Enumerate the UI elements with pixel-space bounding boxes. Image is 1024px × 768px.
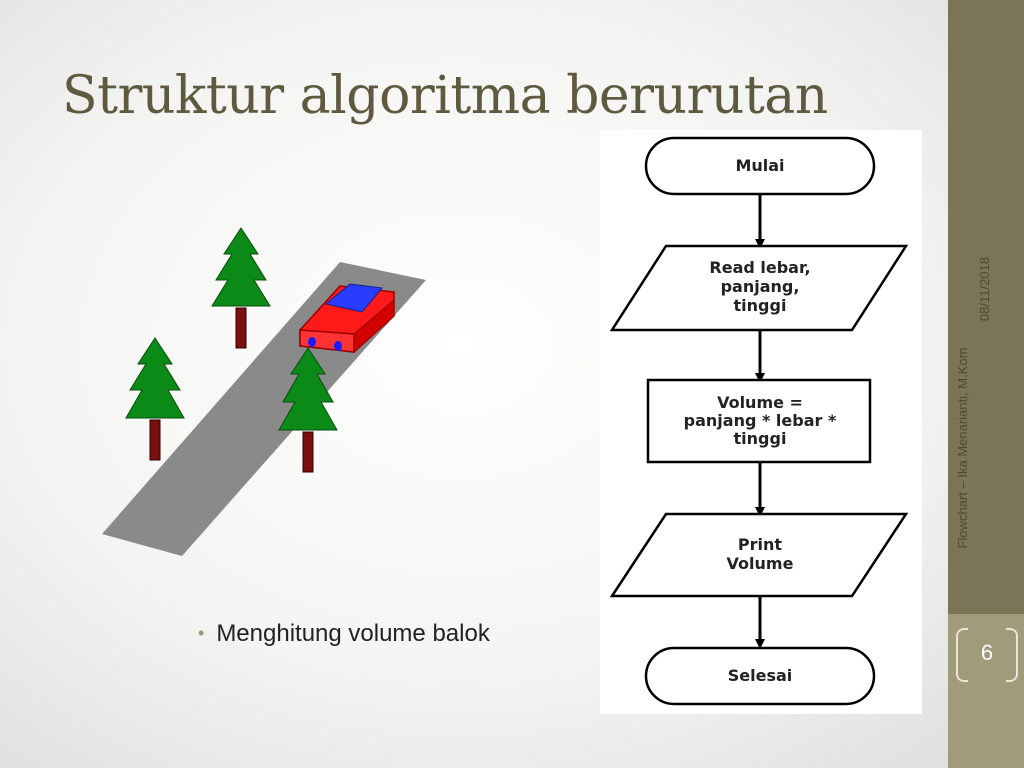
bracket-right-icon [1006, 628, 1018, 682]
tree-icon [211, 227, 271, 349]
flowchart-end-label: Selesai [728, 666, 793, 685]
side-bar-lower [948, 614, 1024, 768]
slide-footer: Flowchart – Ika Menarianti, M.Kom [955, 347, 970, 549]
tree-icon [125, 337, 185, 461]
road-car-illustration [102, 227, 426, 556]
flowchart-input-line: panjang, [721, 277, 800, 296]
flowchart-process-line: tinggi [734, 429, 787, 448]
flowchart: Mulai Read lebar, panjang, tinggi Volume… [600, 130, 922, 714]
page-number: 6 [980, 640, 994, 665]
slide-title: Struktur algoritma berurutan [62, 66, 828, 126]
flowchart-output: Print Volume [609, 512, 909, 598]
page-number-box: 6 [956, 628, 1018, 682]
bullet-list: • Menghitung volume balok [198, 620, 490, 648]
flowchart-output-line: Volume [727, 554, 794, 573]
bullet-item: • Menghitung volume balok [198, 620, 490, 648]
flowchart-input-line: tinggi [734, 296, 787, 315]
bullet-dot-icon: • [198, 623, 205, 643]
flowchart-end: Selesai [644, 646, 876, 706]
bullet-text: Menghitung volume balok [216, 620, 490, 647]
flowchart-process-line: Volume = [717, 393, 803, 412]
flowchart-start: Mulai [644, 136, 876, 196]
flowchart-start-label: Mulai [735, 156, 784, 175]
bracket-left-icon [956, 628, 968, 682]
flowchart-input-line: Read lebar, [709, 258, 810, 277]
side-bar [948, 0, 1024, 768]
flowchart-process-line: panjang * lebar * [684, 411, 837, 430]
car-icon [299, 283, 395, 354]
flowchart-process: Volume = panjang * lebar * tinggi [646, 378, 872, 464]
flowchart-input: Read lebar, panjang, tinggi [609, 244, 909, 332]
tree-icon [278, 347, 338, 473]
flowchart-output-line: Print [738, 535, 782, 554]
